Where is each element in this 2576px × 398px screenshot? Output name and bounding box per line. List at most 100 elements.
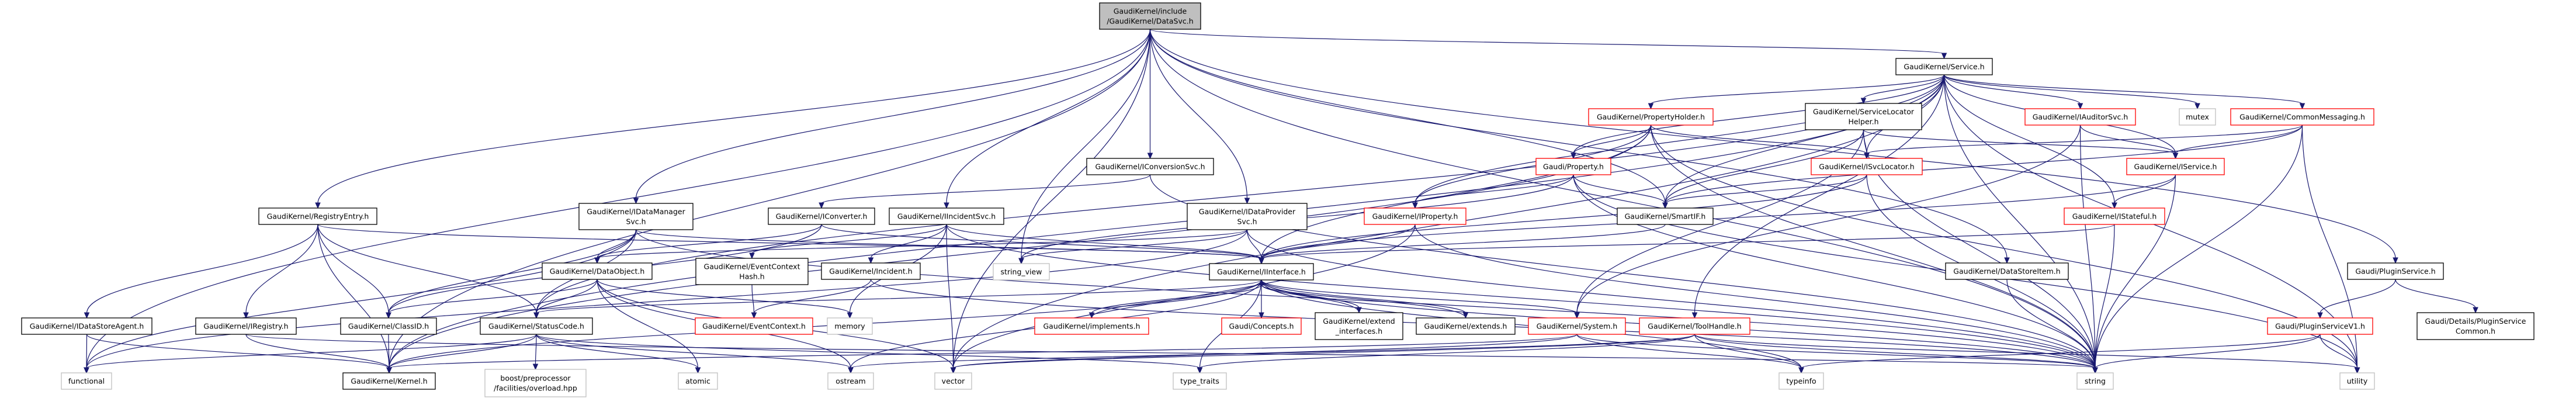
edge-idatamanagersvc-to-functional [86, 229, 637, 369]
node-label: GaudiKernel/Kernel.h [351, 377, 427, 386]
node-eventcontext[interactable]: GaudiKernel/EventContext.h [695, 317, 813, 335]
node-concepts[interactable]: Gaudi/Concepts.h [1221, 317, 1302, 335]
node-iproperty[interactable]: GaudiKernel/IProperty.h [1364, 207, 1466, 225]
arrowhead-icon [2473, 307, 2478, 314]
node-box [678, 372, 718, 390]
node-pluginservice[interactable]: Gaudi/PluginService.h [2347, 262, 2444, 280]
node-isvclocator[interactable]: GaudiKernel/ISvcLocator.h [1811, 158, 1923, 175]
edge-root-to-vector [952, 29, 1151, 369]
edge-commonmsg-to-smartif [1665, 124, 2303, 204]
node-toolhandle[interactable]: GaudiKernel/ToolHandle.h [1639, 317, 1750, 335]
edge-root-to-string_view [1021, 29, 1151, 259]
node-label: GaudiKernel/IDataProvider [1199, 207, 1296, 216]
edge-svclochelper-to-smartif [1665, 129, 1864, 204]
edge-pluginservice-to-pscommon [2395, 279, 2476, 309]
edge-service-to-iproperty [1414, 74, 1945, 204]
node-iincidentsvc[interactable]: GaudiKernel/IIncidentSvc.h [889, 207, 1004, 225]
arrowhead-icon [1412, 202, 1418, 209]
node-root[interactable]: GaudiKernel/include/GaudiKernel/DataSvc.… [1099, 2, 1201, 30]
edge-istateful-to-string [2095, 224, 2115, 369]
node-iinterface[interactable]: GaudiKernel/IInterface.h [1209, 263, 1314, 281]
node-box [1187, 203, 1308, 230]
node-box [1209, 263, 1314, 281]
edge-registryentry-to-iregistry [245, 224, 318, 314]
node-label: memory [834, 322, 865, 331]
node-box [1778, 372, 1824, 390]
node-label: Hash.h [739, 272, 764, 281]
node-dataobject[interactable]: GaudiKernel/DataObject.h [542, 262, 653, 280]
edge-idatamanagersvc-to-classid [388, 229, 637, 314]
node-classid[interactable]: GaudiKernel/ClassID.h [340, 317, 437, 335]
node-label: GaudiKernel/DataObject.h [550, 267, 645, 276]
node-string_view: string_view [993, 263, 1050, 281]
node-idatastoreagent[interactable]: GaudiKernel/IDataStoreAgent.h [21, 317, 152, 335]
node-iconversionsvc[interactable]: GaudiKernel/IConversionSvc.h [1086, 158, 1214, 175]
node-service[interactable]: GaudiKernel/Service.h [1895, 58, 1993, 75]
edge-idataprovidersvc-to-iinterface [1246, 229, 1262, 259]
node-box [2076, 372, 2114, 390]
node-datastoreitem[interactable]: GaudiKernel/DataStoreItem.h [1945, 262, 2069, 280]
node-box [1364, 207, 1466, 225]
edge-system-to-typeinfo [1576, 334, 1802, 369]
arrowhead-icon [848, 367, 854, 374]
node-label: ostream [835, 377, 865, 386]
node-registryentry[interactable]: GaudiKernel/RegistryEntry.h [258, 207, 377, 225]
node-property[interactable]: Gaudi/Property.h [1535, 158, 1611, 175]
edge-root-to-smartif [1149, 29, 1666, 204]
node-iservice[interactable]: GaudiKernel/IService.h [2126, 158, 2225, 175]
edge-root-to-idatamanagersvc [635, 29, 1151, 199]
edge-idatastoreagent-to-kernel [86, 334, 390, 369]
node-commonmsg[interactable]: GaudiKernel/CommonMessaging.h [2230, 108, 2374, 126]
arrowhead-icon [749, 252, 755, 259]
node-propholder[interactable]: GaudiKernel/PropertyHolder.h [1588, 108, 1714, 126]
edge-idatamanagersvc-to-string [635, 229, 2096, 369]
node-kernel[interactable]: GaudiKernel/Kernel.h [342, 372, 436, 390]
node-statuscode[interactable]: GaudiKernel/StatusCode.h [480, 317, 593, 335]
node-box [2267, 317, 2373, 335]
arrowhead-icon [1941, 53, 1947, 60]
node-label: GaudiKernel/SmartIF.h [1625, 212, 1706, 221]
edge-statuscode-to-kernel [389, 334, 537, 369]
node-label: type_traits [1180, 377, 1219, 386]
node-system[interactable]: GaudiKernel/System.h [1528, 317, 1626, 335]
arrowhead-icon [594, 257, 600, 264]
node-smartif[interactable]: GaudiKernel/SmartIF.h [1617, 207, 1714, 225]
node-incident[interactable]: GaudiKernel/Incident.h [821, 262, 921, 280]
node-implements[interactable]: GaudiKernel/implements.h [1034, 317, 1149, 335]
node-pluginservicev1[interactable]: Gaudi/PluginServiceV1.h [2267, 317, 2373, 335]
edge-idataprovidersvc-to-string [1246, 229, 2096, 369]
node-label: GaudiKernel/ClassID.h [348, 322, 429, 331]
node-label: GaudiKernel/extend [1323, 317, 1395, 326]
edge-propholder-to-isvclocator [1650, 124, 1867, 154]
arrowhead-icon [1798, 367, 1804, 374]
node-extends[interactable]: GaudiKernel/extends.h [1416, 317, 1516, 335]
edge-propholder-to-iproperty [1414, 124, 1652, 204]
edge-statuscode-to-boost_overload [535, 334, 537, 365]
node-iconverter[interactable]: GaudiKernel/IConverter.h [768, 207, 875, 225]
arrowhead-icon [2354, 367, 2360, 374]
node-box [542, 262, 653, 280]
edge-idatastoreagent-to-functional [86, 334, 88, 369]
node-label: Svc.h [1237, 217, 1257, 226]
arrowhead-icon [1147, 153, 1153, 160]
node-extend_interfaces[interactable]: GaudiKernel/extend_interfaces.h [1315, 312, 1403, 340]
node-iauditorsvc[interactable]: GaudiKernel/IAuditorSvc.h [2024, 108, 2136, 126]
edge-iincidentsvc-to-string [946, 224, 2096, 369]
node-box [480, 317, 593, 335]
arrowhead-icon [1860, 98, 1867, 105]
edge-property-to-smartif [1573, 174, 1666, 204]
node-istateful[interactable]: GaudiKernel/IStateful.h [2064, 207, 2165, 225]
node-box [1895, 58, 1993, 75]
edge-service-to-svclochelper [1863, 74, 1945, 99]
edge-pluginservice-to-pluginservicev1 [2320, 279, 2396, 314]
edge-root-to-string [1149, 29, 2096, 369]
arrowhead-icon [1244, 198, 1250, 205]
node-iregistry[interactable]: GaudiKernel/IRegistry.h [195, 317, 297, 335]
node-label: string_view [1001, 268, 1042, 276]
